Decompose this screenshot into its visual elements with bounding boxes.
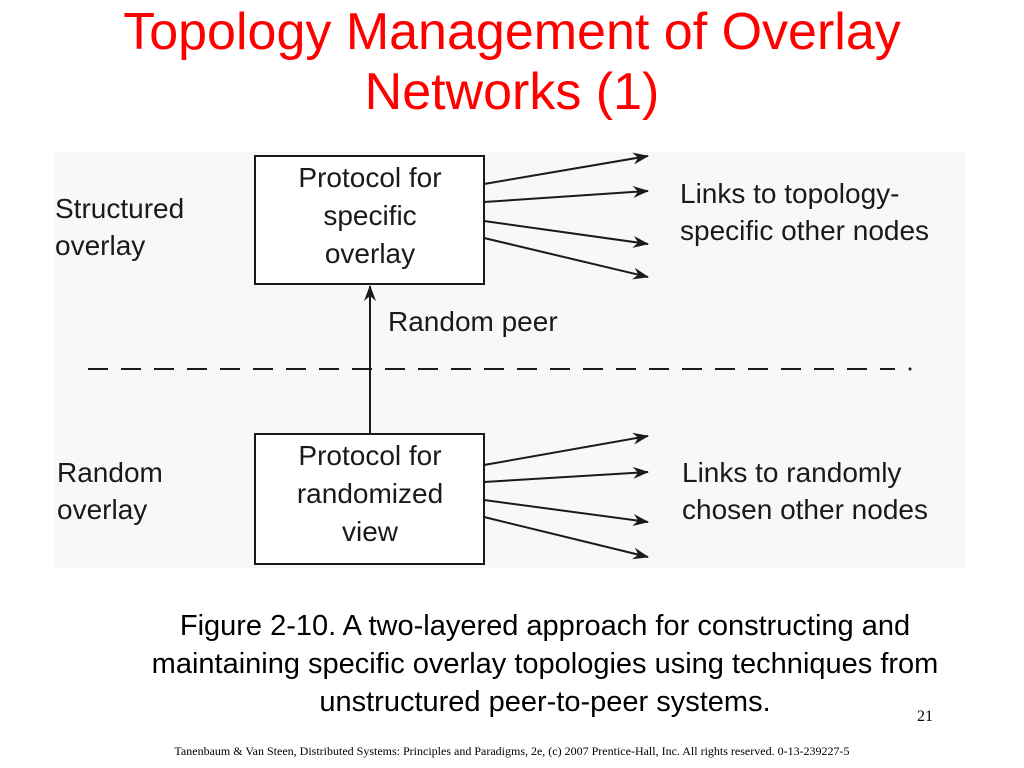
top-protocol-box [254, 155, 485, 285]
top-link-arrow-2 [483, 186, 649, 203]
random-links-label: Links to randomly chosen other nodes [682, 457, 928, 525]
title-line-2: Networks (1) [364, 63, 660, 121]
bottom-protocol-box [254, 433, 485, 565]
caption-line-2: maintaining specific overlay topologies … [151, 648, 939, 680]
two-layer-overlay-diagram: Structured overlay Protocol for specific… [55, 152, 965, 568]
top-box-text: Protocol for specific overlay [298, 162, 442, 269]
caption-line-1: Figure 2-10. A two-layered approach for … [179, 610, 911, 642]
top-link-arrow-1 [483, 152, 649, 185]
random-overlay-label: Random overlay [57, 457, 163, 525]
title-line-1: Topology Management of Overlay [123, 3, 901, 61]
bottom-link-arrow-3 [483, 499, 649, 526]
random-peer-label: Random peer [388, 306, 558, 337]
bottom-link-arrow-2 [483, 466, 649, 483]
bottom-box-text: Protocol for randomized view [296, 440, 444, 547]
copyright-footer: Tanenbaum & Van Steen, Distributed Syste… [174, 744, 850, 758]
figure-caption: Figure 2-10. A two-layered approach for … [80, 607, 1010, 721]
bottom-link-arrow-1 [483, 432, 649, 466]
top-link-arrow-4 [483, 237, 649, 280]
page-number: 21 [917, 708, 933, 725]
topology-links-label: Links to topology- specific other nodes [680, 178, 930, 246]
top-link-arrow-3 [483, 220, 649, 248]
caption-line-3: unstructured peer-to-peer systems. [319, 686, 771, 718]
structured-overlay-label: Structured overlay [55, 193, 185, 261]
slide-title: Topology Management of Overlay Networks … [0, 2, 1024, 122]
diagram-graphics [88, 152, 912, 565]
bottom-link-arrow-4 [483, 516, 649, 560]
